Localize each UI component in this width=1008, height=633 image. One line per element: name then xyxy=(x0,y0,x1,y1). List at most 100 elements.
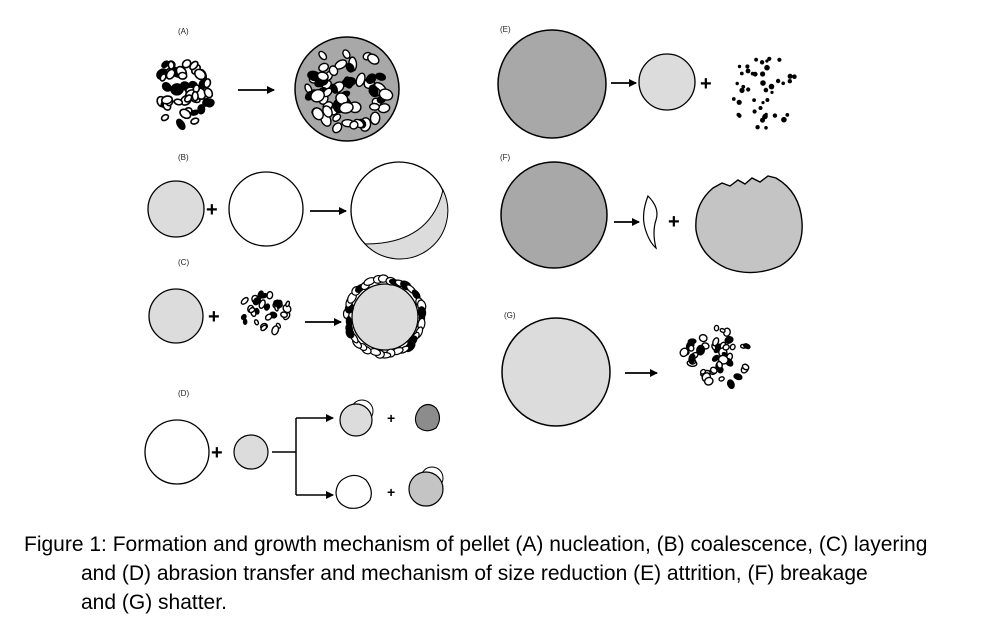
fine-dot xyxy=(787,73,793,79)
dark-particle xyxy=(368,84,379,98)
light-particle xyxy=(203,78,212,89)
panel-b-coalescence: + xyxy=(147,161,449,260)
light-particle xyxy=(342,49,351,59)
light-particle xyxy=(703,376,714,386)
light-particle xyxy=(193,68,207,81)
dark-particle xyxy=(254,307,260,315)
plus-sign: + xyxy=(206,199,218,221)
outcome-lower: + xyxy=(335,466,444,509)
light-particle xyxy=(165,68,176,80)
light-particle xyxy=(177,71,188,80)
light-particle xyxy=(322,105,333,118)
fine-dot xyxy=(770,90,774,94)
light-particle xyxy=(316,71,329,82)
light-particle xyxy=(160,95,174,105)
light-particle xyxy=(318,62,330,73)
dark-particle xyxy=(240,313,247,321)
dark-particle xyxy=(345,62,355,73)
dark-particle xyxy=(687,338,697,345)
fine-dot xyxy=(792,74,797,79)
fine-dot xyxy=(777,57,782,62)
panel-label-f: (F) xyxy=(500,153,511,162)
light-particle xyxy=(285,300,291,308)
light-particle xyxy=(367,53,380,65)
panel-e-attrition: + xyxy=(497,29,797,139)
parent-pellet xyxy=(500,161,608,269)
dark-particle xyxy=(242,318,248,325)
light-particle xyxy=(191,90,199,102)
fine-dot xyxy=(765,59,769,63)
dark-particle xyxy=(742,343,751,350)
light-particle xyxy=(338,101,354,114)
fines-dots xyxy=(731,56,797,130)
light-particle xyxy=(282,304,292,314)
light-particle xyxy=(679,347,689,358)
light-particle xyxy=(253,319,260,326)
shattered-fragments xyxy=(679,324,751,390)
fine-dot xyxy=(760,71,766,77)
plus-sign: + xyxy=(700,73,712,95)
fine-dot xyxy=(764,64,770,71)
plus-sign: + xyxy=(208,306,220,328)
panel-c-layering: + xyxy=(148,274,427,359)
panel-a-nucleation xyxy=(156,36,400,142)
fine-dot xyxy=(735,81,739,86)
panel-label-e: (E) xyxy=(500,25,511,34)
fine-dot xyxy=(764,112,768,116)
coalesced-pellet xyxy=(350,161,449,260)
fine-dot xyxy=(755,125,760,130)
light-particle xyxy=(378,88,394,101)
light-particle xyxy=(203,87,214,99)
panel-label-g: (G) xyxy=(504,311,516,320)
light-particle xyxy=(713,324,720,332)
light-particle xyxy=(260,324,268,332)
particle-layer xyxy=(342,274,427,359)
light-particle xyxy=(332,113,342,122)
fine-dot xyxy=(745,68,751,74)
dark-particle xyxy=(733,373,743,381)
dark-particle xyxy=(161,82,172,92)
light-particle xyxy=(240,296,249,305)
fine-dot xyxy=(767,56,772,61)
light-particle xyxy=(183,94,193,103)
reduced-pellet xyxy=(638,53,696,111)
fine-dot xyxy=(781,116,787,123)
fine-dot xyxy=(775,78,781,84)
dark-particle xyxy=(417,306,427,319)
caption-line-2: and (D) abrasion transfer and mechanism … xyxy=(81,562,868,585)
fine-dot xyxy=(762,115,766,120)
dark-particle xyxy=(176,118,186,131)
pellet-a xyxy=(144,419,210,485)
dark-particle xyxy=(252,296,262,306)
fine-dot xyxy=(741,84,746,89)
panel-g-shatter xyxy=(501,317,751,427)
light-particle xyxy=(318,50,328,61)
dark-particle xyxy=(197,104,206,115)
dark-particle xyxy=(365,73,377,84)
light-particle xyxy=(190,117,200,125)
fine-dot xyxy=(746,87,751,92)
light-particle xyxy=(179,108,192,120)
light-particle xyxy=(369,102,380,111)
svg-text:+: + xyxy=(387,410,395,426)
fine-dot xyxy=(737,64,742,69)
light-particle xyxy=(248,307,256,314)
parent-pellet xyxy=(497,29,607,139)
fine-dot xyxy=(764,126,768,130)
fine-dot xyxy=(768,83,775,90)
light-particle xyxy=(741,363,750,371)
light-particle xyxy=(712,337,720,347)
light-particle xyxy=(698,333,708,343)
dark-particle xyxy=(724,336,734,344)
fine-dot xyxy=(752,98,756,102)
fine-dot xyxy=(765,98,770,102)
outcome-upper: + xyxy=(339,399,441,437)
dark-particle xyxy=(688,353,696,364)
panel-f-breakage: + xyxy=(500,161,803,274)
caption-line-3: and (G) shatter. xyxy=(81,591,227,614)
dark-particle xyxy=(170,83,184,96)
light-particle xyxy=(271,325,280,336)
fine-dot xyxy=(739,71,744,76)
dark-particle xyxy=(276,299,283,307)
light-particle xyxy=(264,313,273,321)
